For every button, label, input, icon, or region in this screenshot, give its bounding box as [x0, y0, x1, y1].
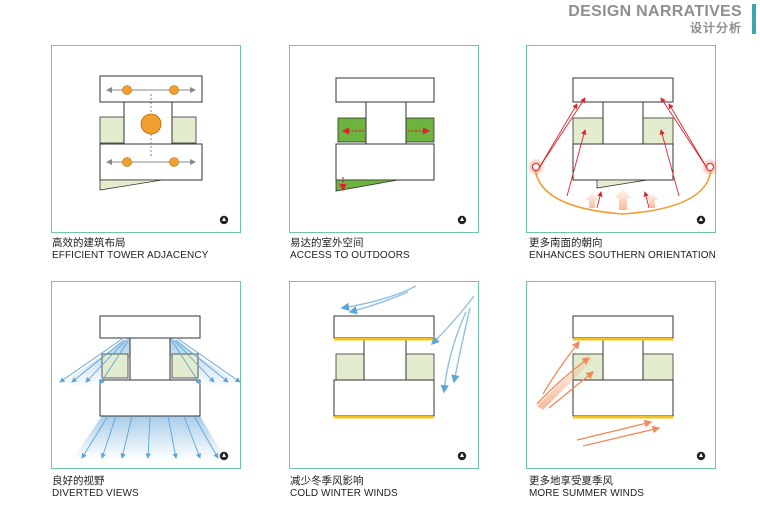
diagram-panel-cold-winter-winds — [289, 281, 479, 469]
tower-block-bottom — [99, 379, 201, 417]
solar-gain-arrows — [586, 188, 658, 210]
diagram-panel-efficient-tower — [51, 45, 241, 233]
caption-zh: 更多地享受夏季风 — [529, 475, 613, 487]
caption-efficient-tower: 高效的建筑布局 EFFICIENT TOWER ADJACENCY — [52, 236, 282, 262]
podium-side-left — [335, 353, 365, 381]
diagram-panel-diverted-views — [51, 281, 241, 469]
core-block — [129, 337, 171, 381]
tower-block-bottom — [572, 143, 674, 181]
tower-block-top — [99, 75, 203, 103]
sun-path-arc — [534, 167, 712, 215]
caption-en: EFFICIENT TOWER ADJACENCY — [52, 250, 209, 261]
winter-wind-arrows — [340, 285, 475, 394]
base-wedge — [99, 179, 163, 191]
caption-en: COLD WINTER WINDS — [290, 488, 398, 499]
caption-zh: 良好的视野 — [52, 475, 105, 487]
shading-strip-bottom — [573, 416, 673, 419]
caption-zh: 易达的室外空间 — [290, 237, 364, 249]
node-bottom-left — [122, 157, 132, 167]
summer-wind-sweep — [537, 354, 593, 410]
caption-access-outdoors: 易达的室外空间 ACCESS TO OUTDOORS — [290, 236, 520, 262]
node-bottom-right — [169, 157, 179, 167]
caption-en: ENHANCES SOUTHERN ORIENTATION — [529, 250, 716, 261]
caption-en: ACCESS TO OUTDOORS — [290, 250, 410, 261]
caption-southern-orientation: 更多南面的朝向 ENHANCES SOUTHERN ORIENTATION — [529, 236, 759, 262]
tower-block-top — [572, 315, 674, 339]
view-fan-right — [170, 337, 236, 390]
node-top-right — [169, 85, 179, 95]
tower-block-top — [572, 77, 674, 103]
core-block — [602, 101, 644, 145]
terrace-right-green — [405, 117, 435, 143]
tower-block-bottom — [335, 143, 435, 181]
north-arrow-icon — [696, 451, 706, 461]
north-arrow-icon — [457, 215, 467, 225]
diagram-panel-access-outdoors — [289, 45, 479, 233]
page-title: DESIGN NARRATIVES — [568, 3, 742, 20]
podium-side-right — [171, 116, 197, 144]
podium-side-left — [99, 116, 125, 144]
shading-strip-top — [573, 338, 673, 341]
north-arrow-icon — [457, 451, 467, 461]
podium-side-right — [405, 353, 435, 381]
caption-en: DIVERTED VIEWS — [52, 488, 139, 499]
podium-side-right — [642, 117, 674, 145]
core-block — [363, 337, 407, 381]
caption-more-summer-winds: 更多地享受夏季风 MORE SUMMER WINDS — [529, 474, 759, 500]
base-wedge — [596, 179, 648, 189]
core-block — [365, 101, 407, 145]
page-header: DESIGN NARRATIVES 设计分析 — [568, 2, 742, 36]
podium-side-right — [642, 353, 674, 381]
node-top-left — [122, 85, 132, 95]
terrace-left-green — [337, 117, 367, 143]
base-wedge-green — [335, 179, 399, 192]
caption-zh: 更多南面的朝向 — [529, 237, 603, 249]
caption-zh: 高效的建筑布局 — [52, 237, 126, 249]
podium-side-left — [572, 117, 604, 145]
tower-block-top — [99, 315, 201, 339]
caption-en: MORE SUMMER WINDS — [529, 488, 645, 499]
north-arrow-icon — [696, 215, 706, 225]
page-subtitle: 设计分析 — [689, 21, 742, 35]
shielding-strip-bottom — [334, 416, 434, 419]
header-accent-bar — [752, 4, 756, 34]
tower-block-top — [335, 77, 435, 103]
diagram-panel-more-summer-winds — [526, 281, 716, 469]
shielding-strip-top — [334, 338, 434, 341]
summer-wind-arrows — [536, 340, 661, 447]
caption-cold-winter-winds: 减少冬季风影响 COLD WINTER WINDS — [290, 474, 520, 500]
caption-diverted-views: 良好的视野 DIVERTED VIEWS — [52, 474, 282, 500]
view-fan-left — [64, 337, 130, 390]
tower-block-top — [333, 315, 435, 339]
north-arrow-icon — [219, 215, 229, 225]
diagram-panel-southern-orientation — [526, 45, 717, 233]
caption-zh: 减少冬季风影响 — [290, 475, 364, 487]
tower-block-bottom — [333, 379, 435, 417]
sun-rays — [538, 97, 708, 209]
north-arrow-icon — [219, 451, 229, 461]
view-arrows — [59, 338, 241, 459]
core-block — [602, 337, 644, 381]
node-center — [140, 113, 162, 135]
tower-block-bottom — [572, 379, 674, 417]
